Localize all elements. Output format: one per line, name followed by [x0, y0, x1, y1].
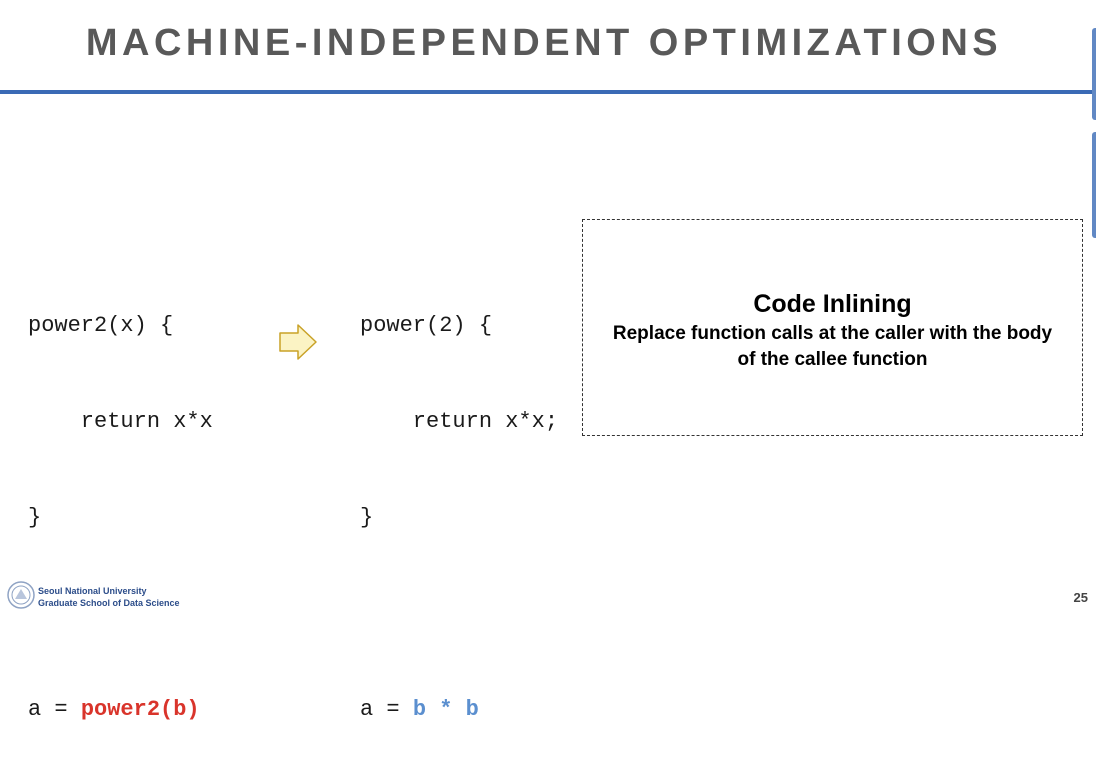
code-before-call: a = power2(b) [28, 694, 213, 726]
footer-institution: Seoul National University Graduate Schoo… [38, 585, 180, 609]
code-before-line-2: return x*x [28, 409, 213, 434]
code-before-call-highlight: power2(b) [80, 697, 200, 722]
code-after: power(2) { return x*x; } a = b * b [360, 246, 558, 758]
slide-title: MACHINE-INDEPENDENT OPTIMIZATIONS [85, 22, 1003, 64]
code-after-line-1: power(2) { [360, 313, 493, 338]
code-after-line-3: } [360, 505, 374, 530]
university-emblem-icon [6, 580, 36, 610]
code-before-call-prefix: a = [28, 697, 81, 722]
footer-university: Seoul National University [38, 586, 147, 596]
footer-school: Graduate School of Data Science [38, 598, 180, 608]
side-tab-bottom [1092, 132, 1096, 238]
code-before-line-3: } [28, 505, 42, 530]
code-after-line-2: return x*x; [360, 409, 559, 434]
code-before: power2(x) { return x*x } a = power2(b) [28, 246, 213, 758]
callout-description: Replace function calls at the caller wit… [612, 323, 1053, 370]
code-after-blank [360, 598, 558, 630]
side-tab-top [1092, 28, 1096, 120]
code-after-call-prefix: a = [360, 697, 413, 722]
title-underline [0, 90, 1092, 94]
callout-box: Code Inlining Replace function calls at … [582, 219, 1083, 436]
code-before-line-1: power2(x) { [28, 313, 174, 338]
code-after-call: a = b * b [360, 694, 558, 726]
callout-title: Code Inlining [753, 290, 912, 318]
page-number: 25 [1073, 590, 1088, 605]
right-arrow-icon [278, 322, 318, 367]
code-after-call-highlight: b * b [412, 697, 479, 722]
